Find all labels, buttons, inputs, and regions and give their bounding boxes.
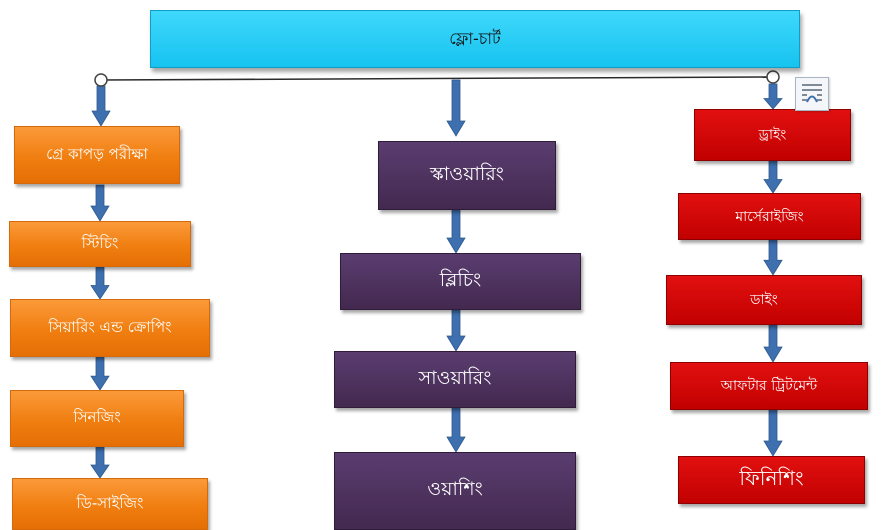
step-singeing[interactable]: সিনজিং bbox=[10, 390, 184, 447]
arrow-scouring-to-bleaching bbox=[446, 209, 466, 254]
connector-start-handle[interactable] bbox=[94, 73, 108, 87]
arrow-bleaching-to-souring bbox=[446, 309, 466, 352]
step-souring[interactable]: সাওয়ারিং bbox=[334, 351, 576, 408]
step-dyeing[interactable]: ডাইং bbox=[666, 275, 862, 325]
arrow-drying-to-mercerizing bbox=[763, 160, 783, 194]
layout-options-icon bbox=[802, 84, 822, 103]
step-bleaching[interactable]: ব্লিচিং bbox=[340, 253, 581, 310]
arrow-connector-to-right-column bbox=[763, 83, 783, 110]
step-after-treatment[interactable]: আফটার ট্রিটমেন্ট bbox=[670, 362, 868, 410]
step-stitching[interactable]: স্টিচিং bbox=[9, 221, 191, 267]
connector-end-handle[interactable] bbox=[766, 70, 780, 84]
arrow-connector-to-left-column bbox=[91, 85, 111, 127]
arrow-shearing-to-singeing bbox=[90, 356, 110, 391]
arrow-title-to-scouring bbox=[446, 79, 466, 137]
step-washing[interactable]: ওয়াশিং bbox=[334, 452, 576, 530]
arrow-souring-to-washing bbox=[446, 407, 466, 453]
step-shearing-cropping[interactable]: সিয়ারিং এন্ড ক্রোপিং bbox=[10, 299, 210, 357]
arrow-mercerizing-to-dyeing bbox=[763, 239, 783, 276]
arrow-dyeing-to-after-treatment bbox=[763, 324, 783, 363]
arrows-layer bbox=[90, 79, 783, 479]
flowchart-title[interactable]: ফ্লো-চার্ট bbox=[150, 10, 800, 68]
arrow-inspection-to-stitching bbox=[90, 184, 110, 222]
arrow-stitching-to-shearing bbox=[90, 266, 110, 300]
step-finishing[interactable]: ফিনিশিং bbox=[678, 456, 865, 504]
step-scouring[interactable]: স্কাওয়ারিং bbox=[378, 141, 556, 210]
layout-options-button[interactable] bbox=[795, 77, 829, 111]
connector-line[interactable] bbox=[100, 76, 774, 81]
step-mercerizing[interactable]: মার্সেরাইজিং bbox=[678, 193, 861, 240]
step-desizing[interactable]: ডি-সাইজিং bbox=[12, 478, 208, 530]
arrow-singeing-to-desizing bbox=[90, 446, 110, 479]
step-grey-fabric-inspection[interactable]: গ্রে কাপড় পরীক্ষা bbox=[14, 126, 180, 184]
arrow-after-treatment-to-finishing bbox=[763, 409, 783, 457]
step-drying[interactable]: ড্রাইং bbox=[694, 109, 851, 161]
